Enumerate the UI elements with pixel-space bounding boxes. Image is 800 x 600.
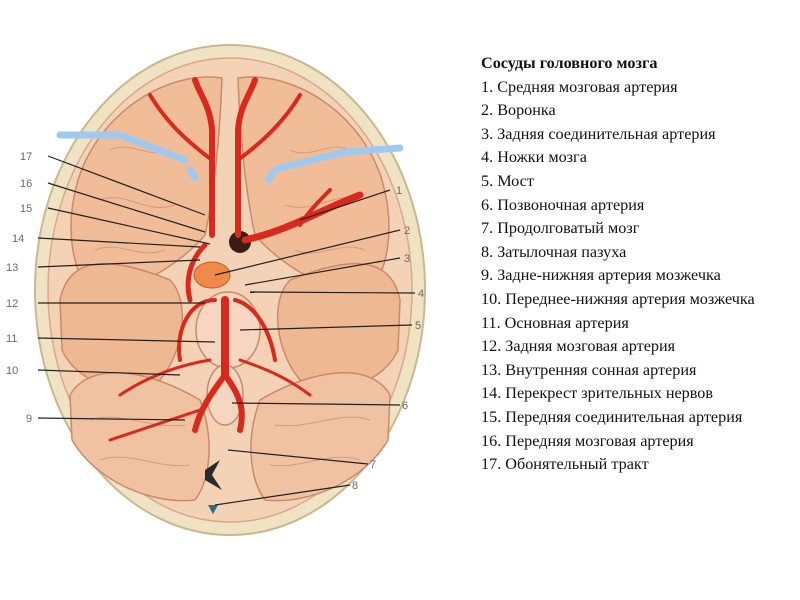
legend-item: 17. Обонятельный тракт xyxy=(481,455,649,474)
legend-item: 10. Переднее-нижняя артерия мозжечка xyxy=(481,289,755,308)
legend-item: 13. Внутренняя сонная артерия xyxy=(481,360,697,379)
left-temporal-lobe xyxy=(59,262,183,389)
legend-item: 14. Перекрест зрительных нервов xyxy=(481,384,714,403)
legend: Сосуды головного мозга 1. Средняя мозгов… xyxy=(481,52,796,477)
legend-item: 2. Воронка xyxy=(481,101,556,120)
legend-item: 9. Задне-нижняя артерия мозжечка xyxy=(481,266,721,285)
legend-item: 8. Затылочная пазуха xyxy=(481,242,627,261)
callout-10: 10 xyxy=(6,365,18,377)
legend-list: 1. Средняя мозговая артерия 2. Воронка 3… xyxy=(481,76,796,477)
callout-17: 17 xyxy=(20,151,32,163)
leader-lines xyxy=(37,155,416,506)
legend-item: 16. Передняя мозговая артерия xyxy=(481,431,694,450)
legend-item: 5. Мост xyxy=(481,171,534,190)
legend-title: Сосуды головного мозга xyxy=(481,54,658,72)
legend-item: 3. Задняя соединительная артерия xyxy=(481,124,716,143)
callout-2: 2 xyxy=(404,225,410,237)
legend-item: 11. Основная артерия xyxy=(481,313,629,332)
infundibulum xyxy=(193,261,231,289)
optic-nerves xyxy=(56,131,404,184)
callout-15: 15 xyxy=(20,203,32,215)
callout-3: 3 xyxy=(404,253,410,265)
callout-12: 12 xyxy=(6,298,18,310)
sinus-notch xyxy=(208,505,218,514)
callout-6: 6 xyxy=(402,400,408,412)
brain-vessels-illustration: 17 16 15 14 13 12 11 10 9 1 2 3 4 5 6 7 … xyxy=(6,44,426,536)
callout-1: 1 xyxy=(396,185,402,197)
legend-item: 7. Продолговатый мозг xyxy=(481,219,640,238)
legend-item: 12. Задняя мозговая артерия xyxy=(481,337,676,356)
callout-13: 13 xyxy=(6,262,18,274)
callout-11: 11 xyxy=(6,333,17,345)
legend-item: 15. Передняя соединительная артерия xyxy=(481,407,743,426)
legend-item: 6. Позвоночная артерия xyxy=(481,195,645,214)
occipital-sinus-marker xyxy=(205,460,222,490)
callout-7: 7 xyxy=(370,459,376,471)
callout-5: 5 xyxy=(415,320,421,332)
callout-8: 8 xyxy=(352,480,358,492)
legend-item: 1. Средняя мозговая артерия xyxy=(481,77,678,96)
callout-14: 14 xyxy=(12,233,24,245)
callout-9: 9 xyxy=(26,413,32,425)
callout-16: 16 xyxy=(20,178,32,190)
legend-item: 4. Ножки мозга xyxy=(481,148,587,167)
callout-4: 4 xyxy=(418,288,424,300)
